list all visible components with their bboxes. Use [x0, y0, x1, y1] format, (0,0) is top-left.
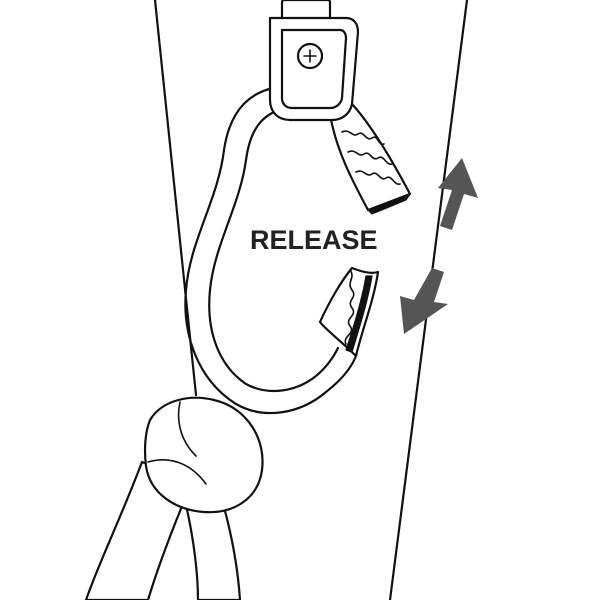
gate-teeth: [341, 130, 401, 185]
rope: [84, 396, 264, 600]
arrow-down: [400, 268, 448, 334]
carabiner: [184, 84, 412, 415]
rope-knot: [143, 396, 264, 514]
release-label: RELEASE: [250, 225, 378, 255]
nose-tooth-edge: [345, 275, 373, 353]
double-arrow-diagonal-icon: [400, 158, 478, 334]
strap-left-edge: [153, 0, 198, 397]
rope-knot-crease-2: [177, 401, 197, 457]
carabiner-gate: [328, 102, 412, 212]
screw-slot: [303, 49, 317, 63]
nose-teeth: [344, 269, 355, 345]
carabiner-inner: [208, 106, 340, 392]
mount-bracket: [268, 0, 360, 122]
carabiner-outer: [184, 84, 358, 415]
rope-right-strand: [184, 498, 242, 600]
arrow-up: [438, 158, 478, 230]
mount-plate-inner: [280, 28, 348, 110]
gate-tip: [367, 193, 411, 215]
rope-knot-crease: [147, 459, 207, 485]
mount-plate: [268, 16, 360, 122]
